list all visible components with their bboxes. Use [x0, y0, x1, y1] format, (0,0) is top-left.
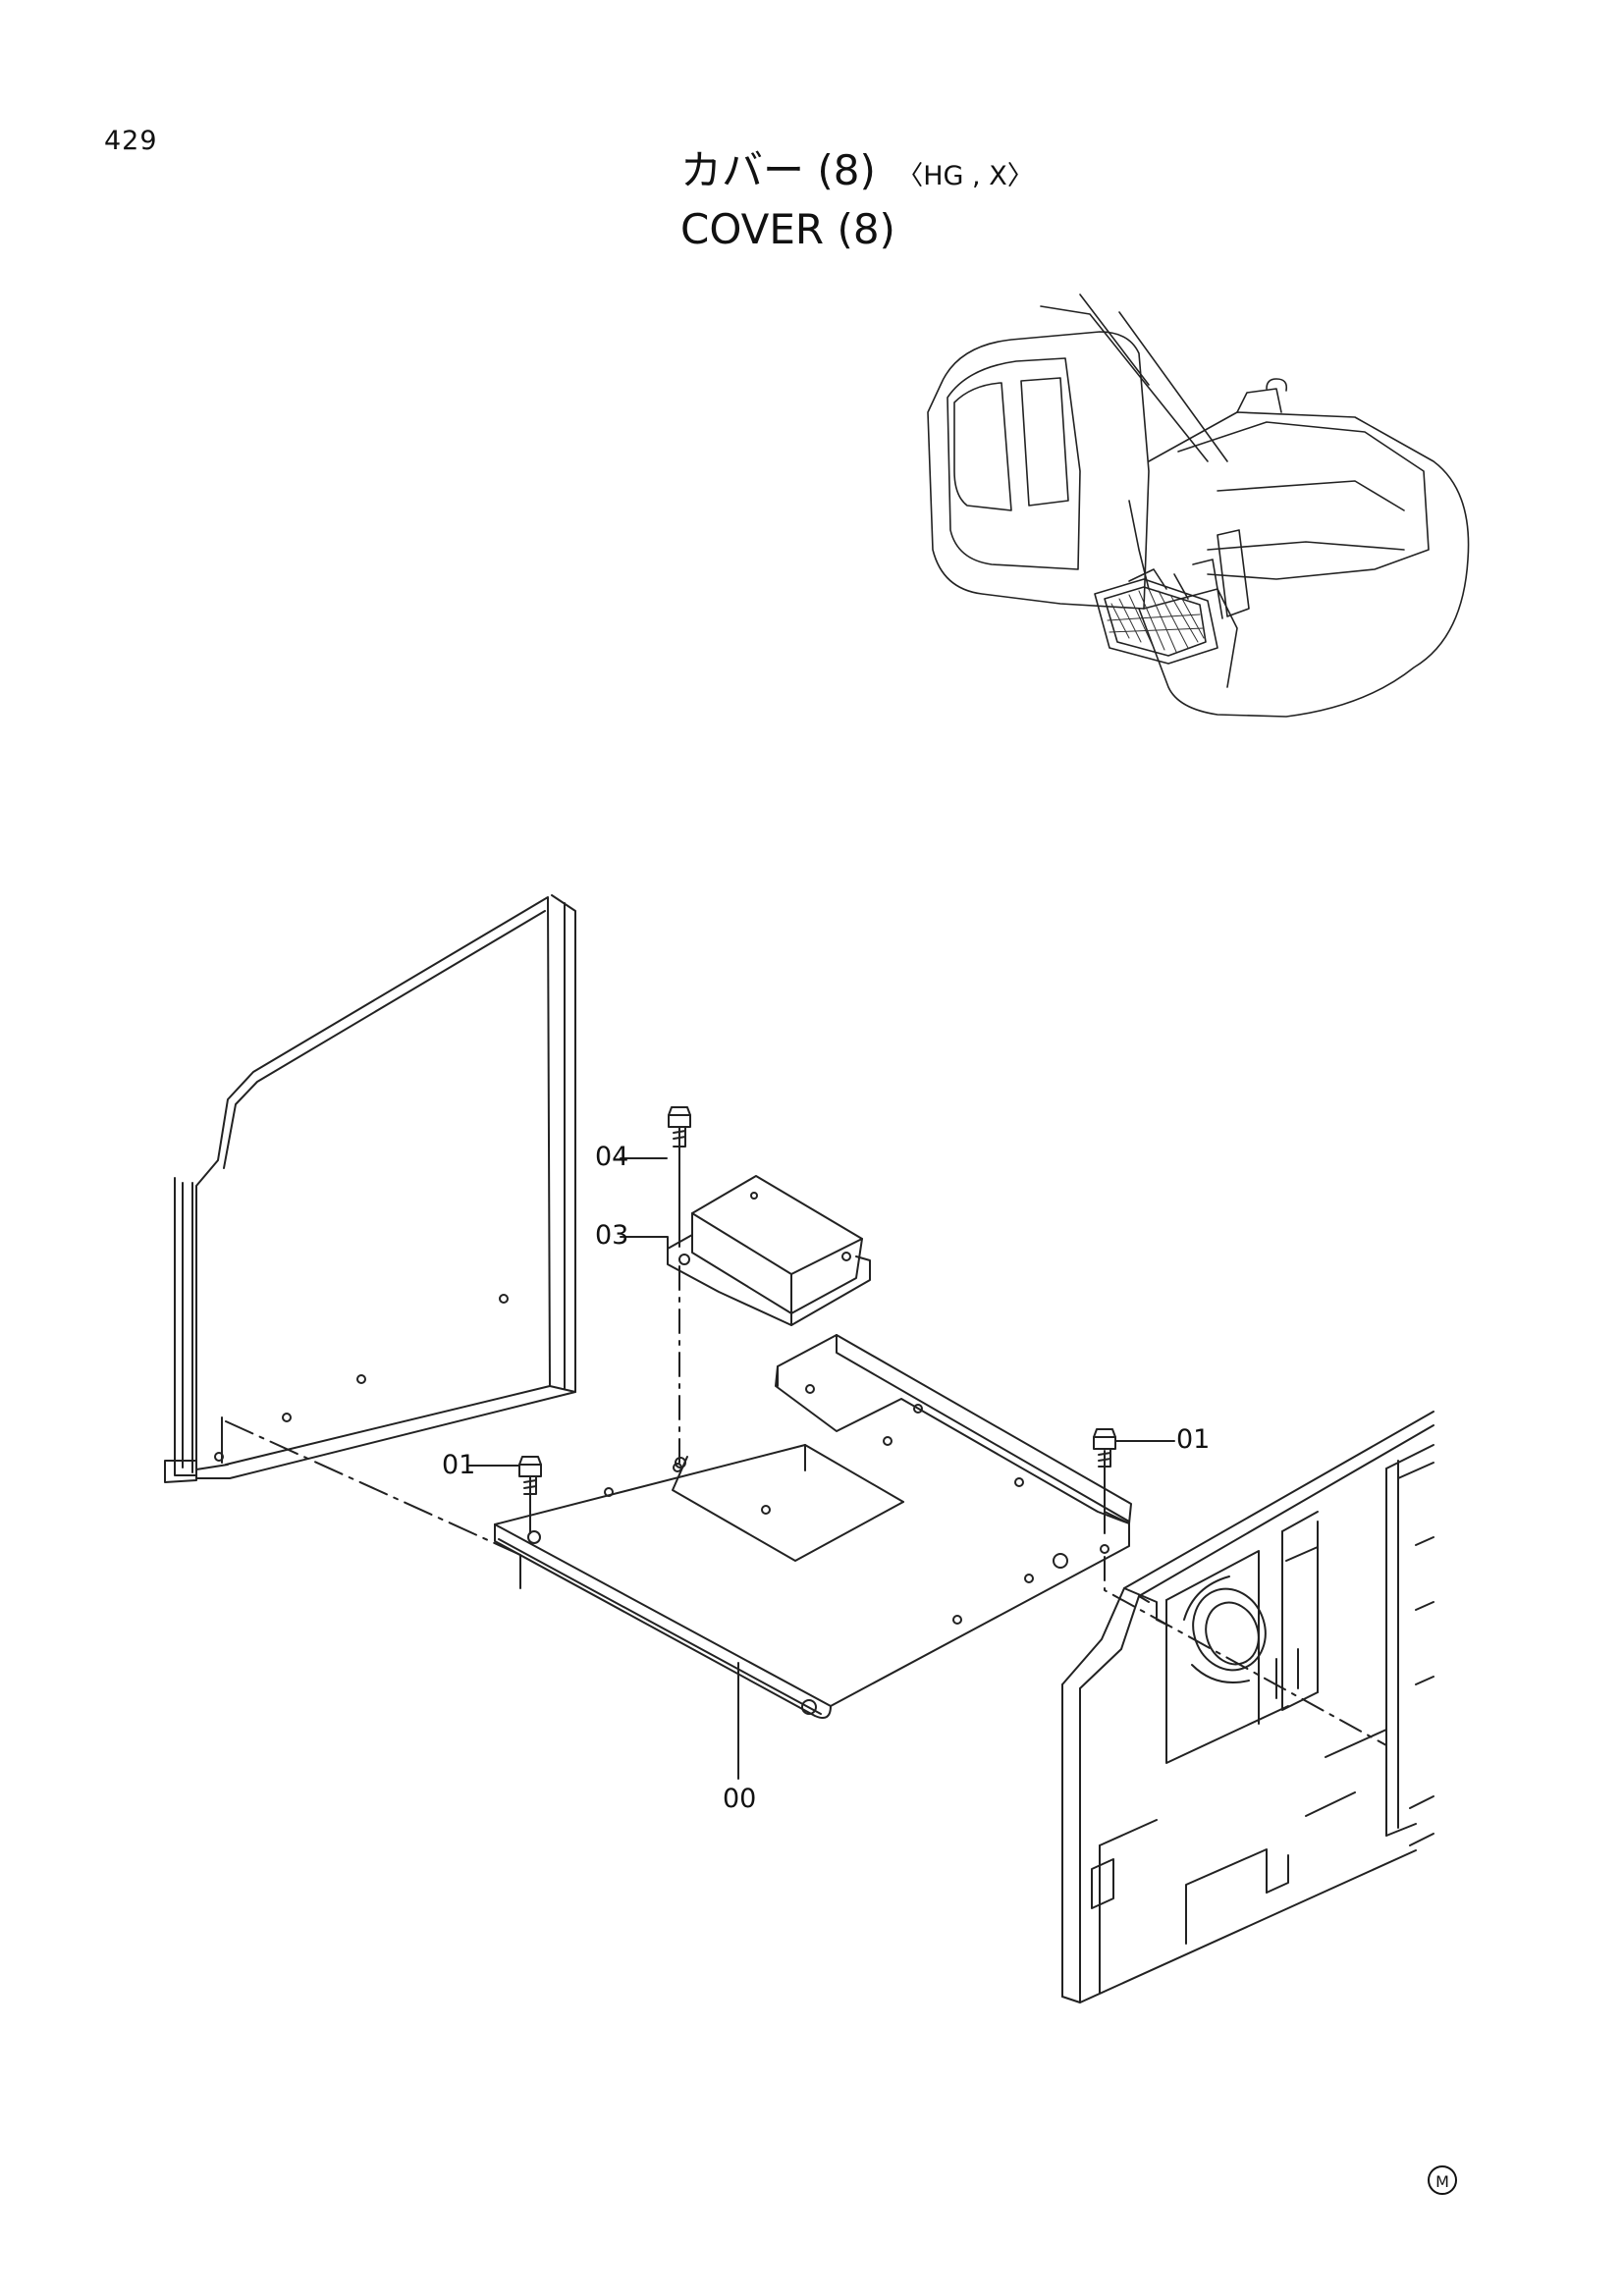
- manufacturer-mark: M: [1428, 2165, 1457, 2195]
- callout-03: 03: [595, 1220, 629, 1251]
- bolt-01-right: [1093, 1428, 1116, 1468]
- callout-01-left: 01: [442, 1450, 476, 1480]
- right-frame-centerline: [1156, 1619, 1387, 1837]
- title-block: カバー (8) 〈HG , X〉 COVER (8): [680, 145, 1034, 255]
- right-frame-structure: [1061, 1411, 1434, 2003]
- callout-00: 00: [723, 1784, 757, 1814]
- callout-01-right: 01: [1176, 1424, 1211, 1455]
- excavator-overview-illustration: [927, 294, 1470, 718]
- base-plate: [494, 1334, 1132, 1719]
- left-frame-panel: [164, 894, 576, 1483]
- title-japanese-text: カバー (8): [680, 146, 876, 194]
- bolt-04: [668, 1106, 691, 1148]
- title-english: COVER (8): [680, 205, 895, 253]
- control-box: [667, 1175, 871, 1326]
- alignment-line-right: [1104, 1556, 1387, 1746]
- title-variant: 〈HG , X〉: [896, 161, 1034, 191]
- title-japanese: カバー (8) 〈HG , X〉: [680, 145, 1034, 202]
- page-number: 429: [104, 126, 158, 156]
- callout-04: 04: [595, 1142, 629, 1172]
- compartment-hatching: [1107, 588, 1205, 653]
- alignment-line-left: [225, 1420, 521, 1556]
- bolt-01-left: [518, 1456, 542, 1495]
- leader-03: [620, 1236, 669, 1250]
